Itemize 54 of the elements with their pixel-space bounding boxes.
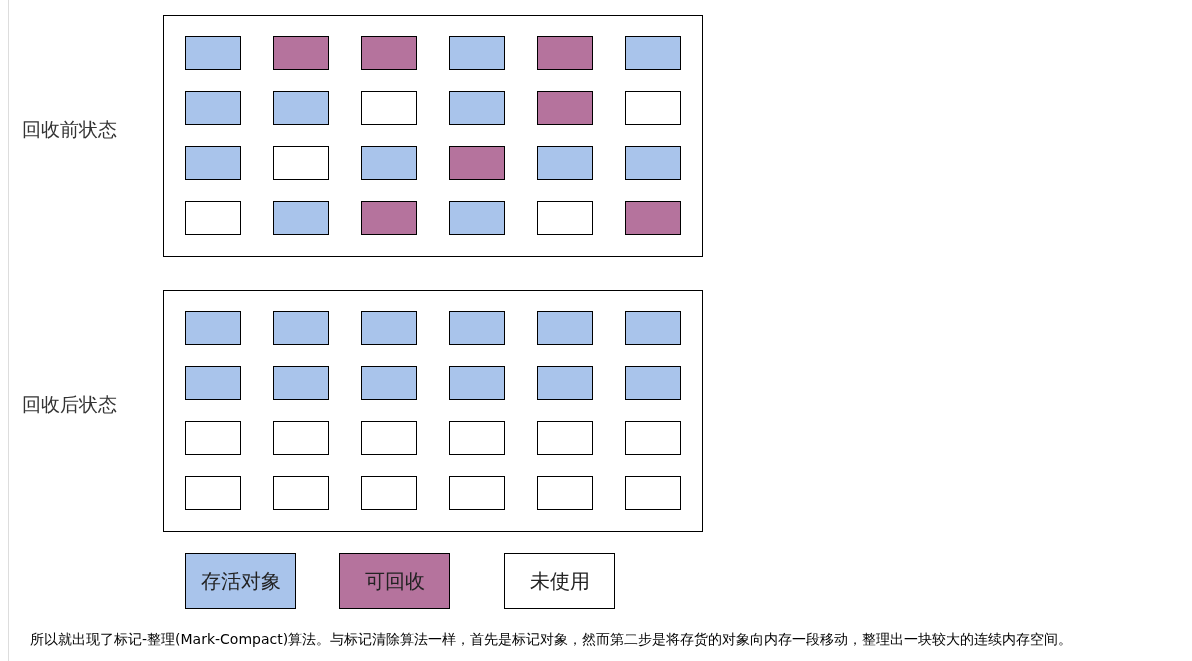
free-block — [185, 201, 241, 235]
live-object-block — [273, 366, 329, 400]
free-block — [361, 91, 417, 125]
live-object-block — [449, 201, 505, 235]
live-object-block — [361, 366, 417, 400]
reclaimable-block — [537, 91, 593, 125]
legend-label: 可回收 — [364, 567, 425, 595]
reclaimable-block — [537, 36, 593, 70]
live-object-block — [449, 91, 505, 125]
reclaimable-block — [625, 201, 681, 235]
live-object-block — [185, 91, 241, 125]
live-object-block — [361, 311, 417, 345]
live-object-block — [449, 311, 505, 345]
panel-heading: 回收后状态 — [22, 392, 117, 417]
free-block — [273, 421, 329, 455]
reclaimable-block — [361, 201, 417, 235]
live-object-block — [185, 366, 241, 400]
live-object-block — [273, 201, 329, 235]
free-block — [537, 421, 593, 455]
free-block — [625, 91, 681, 125]
legend-label: 未使用 — [529, 567, 590, 595]
free-block — [361, 476, 417, 510]
live-object-block — [537, 146, 593, 180]
live-object-block — [537, 366, 593, 400]
live-object-block — [625, 311, 681, 345]
free-block — [185, 476, 241, 510]
free-block — [185, 421, 241, 455]
reclaimable-block — [449, 146, 505, 180]
live-object-block — [449, 366, 505, 400]
live-object-block — [625, 36, 681, 70]
live-object-block — [537, 311, 593, 345]
live-object-block — [449, 36, 505, 70]
panel-heading: 回收前状态 — [22, 117, 117, 142]
live-object-block — [273, 91, 329, 125]
live-object-block — [625, 366, 681, 400]
live-object-block — [361, 146, 417, 180]
free-block — [625, 476, 681, 510]
live-object-block — [185, 36, 241, 70]
free-block — [449, 476, 505, 510]
reclaimable-block — [273, 36, 329, 70]
free-block — [273, 146, 329, 180]
caption: 所以就出现了标记-整理(Mark-Compact)算法。与标记清除算法一样，首先是标记对象，然而第二步是将存货的对象向内存一段移动，整理出一块较大的连续内存空间。 — [30, 631, 1073, 649]
reclaimable-block — [361, 36, 417, 70]
legend-label: 存活对象 — [200, 567, 281, 595]
free-block — [625, 421, 681, 455]
free-block — [537, 201, 593, 235]
free-block — [361, 421, 417, 455]
live-object-block — [185, 146, 241, 180]
live-object-block — [625, 146, 681, 180]
live-object-block — [185, 311, 241, 345]
live-object-block — [273, 311, 329, 345]
free-block — [273, 476, 329, 510]
free-block — [449, 421, 505, 455]
free-block — [537, 476, 593, 510]
